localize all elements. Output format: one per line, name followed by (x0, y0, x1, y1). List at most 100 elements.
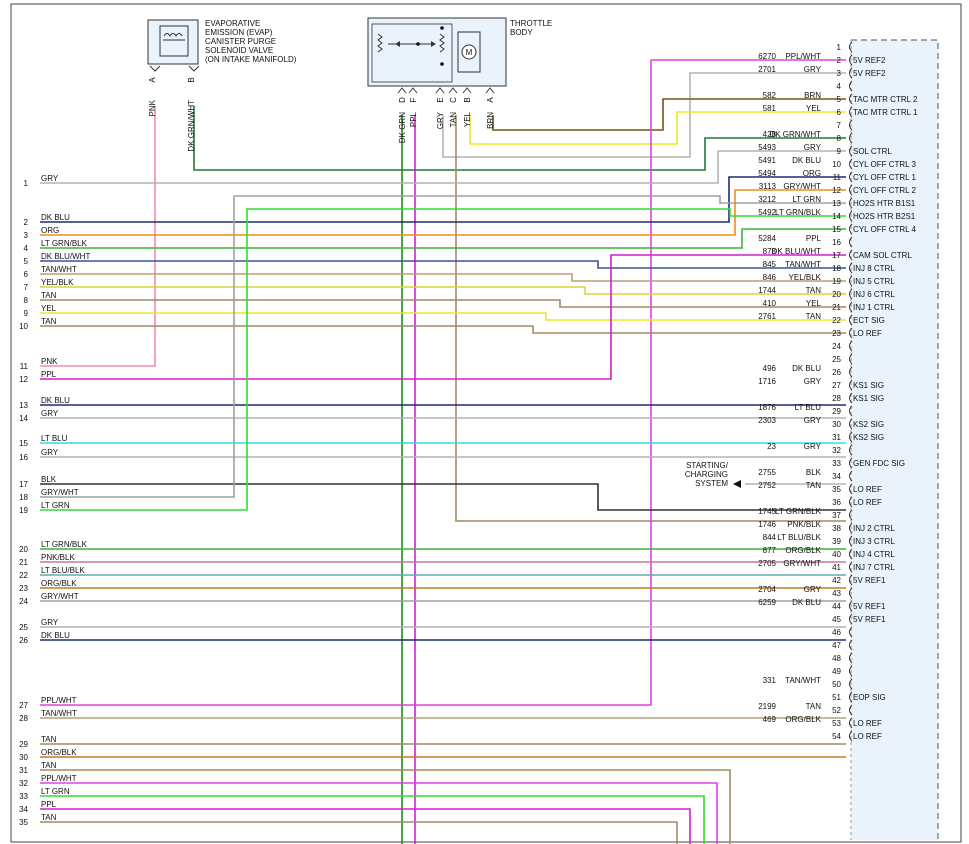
left-wire-color: TAN (41, 813, 57, 822)
ecm-circuit-number: 5492 (758, 208, 776, 217)
left-pin-number: 31 (19, 766, 28, 775)
ecm-wire-color: TAN (806, 286, 822, 295)
ecm-circuit-number: 3212 (758, 195, 776, 204)
ecm-wire-color: PPL/WHT (785, 52, 821, 61)
ecm-wire-color: PNK/BLK (787, 520, 821, 529)
ecm-wire-color: GRY/WHT (783, 559, 821, 568)
ecm-circuit-number: 2755 (758, 468, 776, 477)
throttle-pin-connector (408, 87, 418, 94)
ecm-body (851, 40, 938, 840)
left-pin-number: 10 (19, 322, 28, 331)
ecm-pin-bracket (849, 327, 853, 339)
ecm-pin-number: 12 (832, 186, 841, 195)
ecm-circuit-number: 1876 (758, 403, 776, 412)
ecm-pin-bracket (849, 236, 853, 248)
ecm-pin-number: 14 (832, 212, 841, 221)
ecm-pin-number: 8 (837, 134, 842, 143)
ecm-pin-number: 53 (832, 719, 841, 728)
left-wire-color: TAN (41, 291, 57, 300)
left-pin-number: 15 (19, 439, 28, 448)
evap-pin-b-color: DK GRN/WHT (187, 100, 196, 152)
evap-pin-connector (149, 65, 161, 72)
wire-throttle-a-brn (492, 98, 846, 131)
ecm-pin-number: 3 (837, 69, 842, 78)
ecm-pin-function: LO REF (853, 329, 882, 338)
ecm-pin-function: INJ 4 CTRL (853, 550, 895, 559)
ecm-pin-bracket (849, 496, 853, 508)
left-pin-number: 16 (19, 453, 28, 462)
ecm-wire-color: YEL (806, 299, 822, 308)
ecm-wire-color: GRY (804, 416, 822, 425)
potentiometer-2-icon (439, 33, 445, 53)
ecm-wire-color: TAN (806, 312, 822, 321)
ecm-pin-function: 5V REF2 (853, 69, 886, 78)
left-wire-color: PNK/BLK (41, 553, 75, 562)
ecm-pin-bracket (849, 288, 853, 300)
ecm-pin-number: 2 (837, 56, 842, 65)
tps-box (371, 23, 453, 83)
left-wire-color: LT GRN (41, 787, 70, 796)
ecm-pin-number: 30 (832, 420, 841, 429)
ecm-pin-bracket (849, 574, 853, 586)
ecm-pin-number: 38 (832, 524, 841, 533)
ecm-wire-color: DK BLU/WHT (772, 247, 821, 256)
left-pin-number: 32 (19, 779, 28, 788)
ecm-pin-number: 48 (832, 654, 841, 663)
ecm-pin-bracket (849, 93, 853, 105)
left-pin-number: 19 (19, 506, 28, 515)
ecm-circuit-number: 2704 (758, 585, 776, 594)
ecm-circuit-number: 878 (763, 247, 777, 256)
left-wire-color: DK BLU/WHT (41, 252, 90, 261)
ecm-circuit-number: 2303 (758, 416, 776, 425)
ecm-pin-number: 43 (832, 589, 841, 598)
ecm-wire-color: DK BLU (792, 598, 821, 607)
ecm-pin-number: 19 (832, 277, 841, 286)
ecm-circuit-number: 331 (763, 676, 777, 685)
throttle-pin-label: E (436, 97, 445, 102)
ecm-pin-bracket (849, 704, 853, 716)
ecm-pin-function: TAC MTR CTRL 1 (853, 108, 918, 117)
left-pin-number: 2 (24, 218, 29, 227)
throttle-label: BODY (510, 28, 533, 37)
ecm-pin-number: 9 (837, 147, 842, 156)
throttle-label: THROTTLE (510, 19, 552, 28)
frame-border (10, 3, 962, 843)
left-wire-color: PPL/WHT (41, 774, 77, 783)
ecm-circuit-number: 845 (763, 260, 777, 269)
ecm-pin-function: GEN FDC SIG (853, 459, 905, 468)
throttle-pin-color: DK GRN (398, 112, 407, 143)
motor-symbol: M (466, 48, 473, 57)
ecm-pin-number: 40 (832, 550, 841, 559)
arrow-left-icon (733, 480, 741, 488)
ecm-circuit-number: 1746 (758, 520, 776, 529)
ecm-circuit-number: 2752 (758, 481, 776, 490)
ecm-pin-number: 20 (832, 290, 841, 299)
ecm-pin-bracket (849, 314, 853, 326)
ecm-pin-function: ECT SIG (853, 316, 885, 325)
ecm-pin-number: 4 (837, 82, 842, 91)
throttle-body-box (367, 17, 507, 87)
ecm-pin-function: LO REF (853, 732, 882, 741)
ecm-wire-color: GRY (804, 143, 822, 152)
throttle-pin-color: GRY (436, 111, 445, 129)
ecm-pin-bracket (849, 366, 853, 378)
ecm-wire-color: TAN/WHT (785, 676, 821, 685)
ecm-wire-color: YEL (806, 104, 822, 113)
ecm-pin-bracket (849, 184, 853, 196)
left-pin-number: 25 (19, 623, 28, 632)
ecm-wire-color: PPL (806, 234, 822, 243)
ecm-wire-color: DK BLU (792, 364, 821, 373)
left-wire-color: GRY (41, 409, 59, 418)
ecm-pin-number: 41 (832, 563, 841, 572)
ecm-pin-function: HO2S HTR B2S1 (853, 212, 916, 221)
left-wire-color: GRY (41, 448, 59, 457)
left-wire-color: YEL/BLK (41, 278, 74, 287)
left-pin-number: 23 (19, 584, 28, 593)
ecm-pin-number: 26 (832, 368, 841, 377)
ecm-pin-bracket (849, 548, 853, 560)
ecm-pin-bracket (849, 418, 853, 430)
ecm-pin-number: 52 (832, 706, 841, 715)
left-wire-color: GRY (41, 618, 59, 627)
ecm-wire-color: TAN (806, 702, 822, 711)
ecm-pin-bracket (849, 145, 853, 157)
